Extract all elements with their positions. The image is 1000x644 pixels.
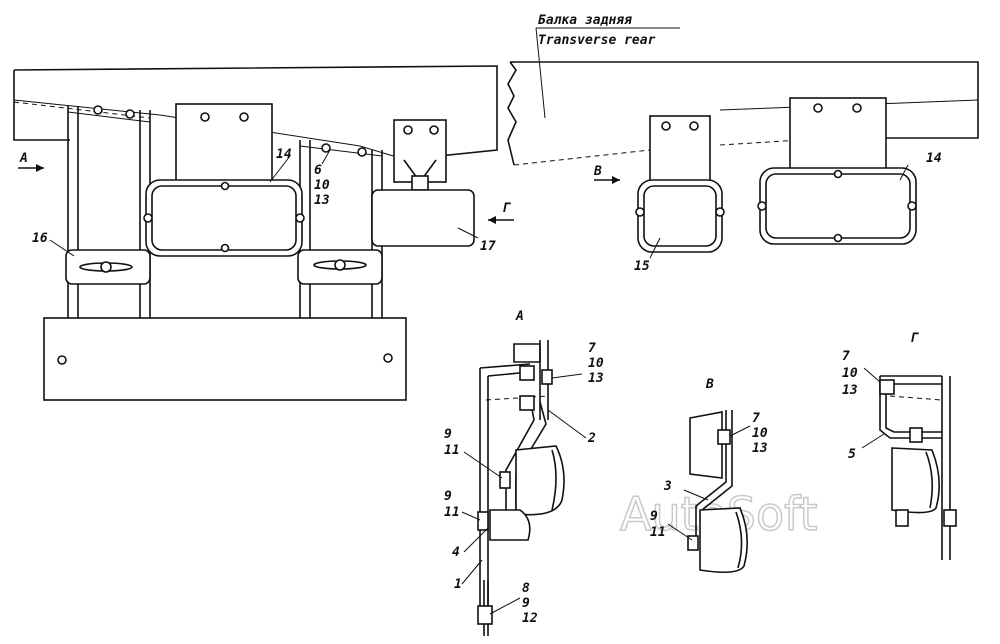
- a-callout-12: 12: [522, 611, 538, 626]
- side-lamp-right: [297, 249, 383, 285]
- g-callout-5: 5: [848, 447, 856, 462]
- arrow-a: [18, 164, 44, 172]
- arrow-v: [594, 176, 620, 184]
- view-v-title: В: [705, 377, 714, 392]
- g-callout-10: 10: [842, 366, 858, 381]
- callout-15: 15: [634, 259, 650, 274]
- a-callout-7: 7: [588, 341, 596, 356]
- rear-beam-right: [507, 61, 979, 166]
- arrow-g-label: Г: [502, 201, 511, 216]
- callout-10: 10: [314, 178, 330, 193]
- lamp-bracket-17: [393, 119, 447, 191]
- g-callout-13: 13: [842, 383, 858, 398]
- callout-6: 6: [314, 163, 322, 178]
- callout-14-left: 14: [276, 147, 292, 162]
- a-callout-9a: 9: [444, 427, 452, 442]
- view-g-title: Г: [910, 331, 919, 346]
- detail-g: [879, 375, 957, 560]
- license-plate: [43, 317, 407, 401]
- bracket-14b: [789, 97, 887, 175]
- lamp-17: [371, 189, 475, 247]
- arrow-a-label: А: [19, 151, 28, 166]
- side-lamp-16: [65, 249, 151, 285]
- callout-14-right: 14: [926, 151, 942, 166]
- callout-13: 13: [314, 193, 330, 208]
- v-callout-7: 7: [752, 411, 760, 426]
- arrow-g: [488, 216, 514, 224]
- v-callout-13: 13: [752, 441, 768, 456]
- callout-17: 17: [480, 239, 496, 254]
- a-callout-8: 8: [522, 581, 530, 596]
- a-callout-11a: 11: [444, 443, 460, 458]
- detail-v: [687, 410, 748, 574]
- a-callout-9c: 9: [522, 596, 530, 611]
- bracket-15: [649, 115, 711, 185]
- v-callout-10: 10: [752, 426, 768, 441]
- a-callout-1: 1: [454, 577, 462, 592]
- v-callout-9: 9: [650, 509, 658, 524]
- v-callout-11: 11: [650, 525, 666, 540]
- detail-a: [477, 340, 565, 636]
- leaders-g: [861, 367, 885, 449]
- lamp-15: [635, 179, 725, 253]
- tail-lamp-14: [143, 179, 305, 257]
- title-en: Transverse rear: [538, 33, 656, 48]
- a-callout-4: 4: [452, 545, 460, 560]
- title-leader: [535, 27, 680, 119]
- lamp-14b: [757, 167, 917, 245]
- a-callout-13: 13: [588, 371, 604, 386]
- title-ru: Балка задняя: [538, 13, 632, 28]
- g-callout-7: 7: [842, 349, 850, 364]
- callout-16: 16: [32, 231, 48, 246]
- v-callout-3: 3: [663, 479, 672, 494]
- a-callout-2: 2: [587, 431, 596, 446]
- leaders-a: [461, 373, 587, 615]
- leaders-v: [667, 425, 751, 541]
- arrow-v-label: В: [593, 164, 602, 179]
- a-callout-9b: 9: [444, 489, 452, 504]
- a-callout-10: 10: [588, 356, 604, 371]
- a-callout-11b: 11: [444, 505, 460, 520]
- lamp-bracket-14: [175, 103, 273, 183]
- leaders-main: [49, 149, 909, 259]
- view-a-title: А: [515, 309, 524, 324]
